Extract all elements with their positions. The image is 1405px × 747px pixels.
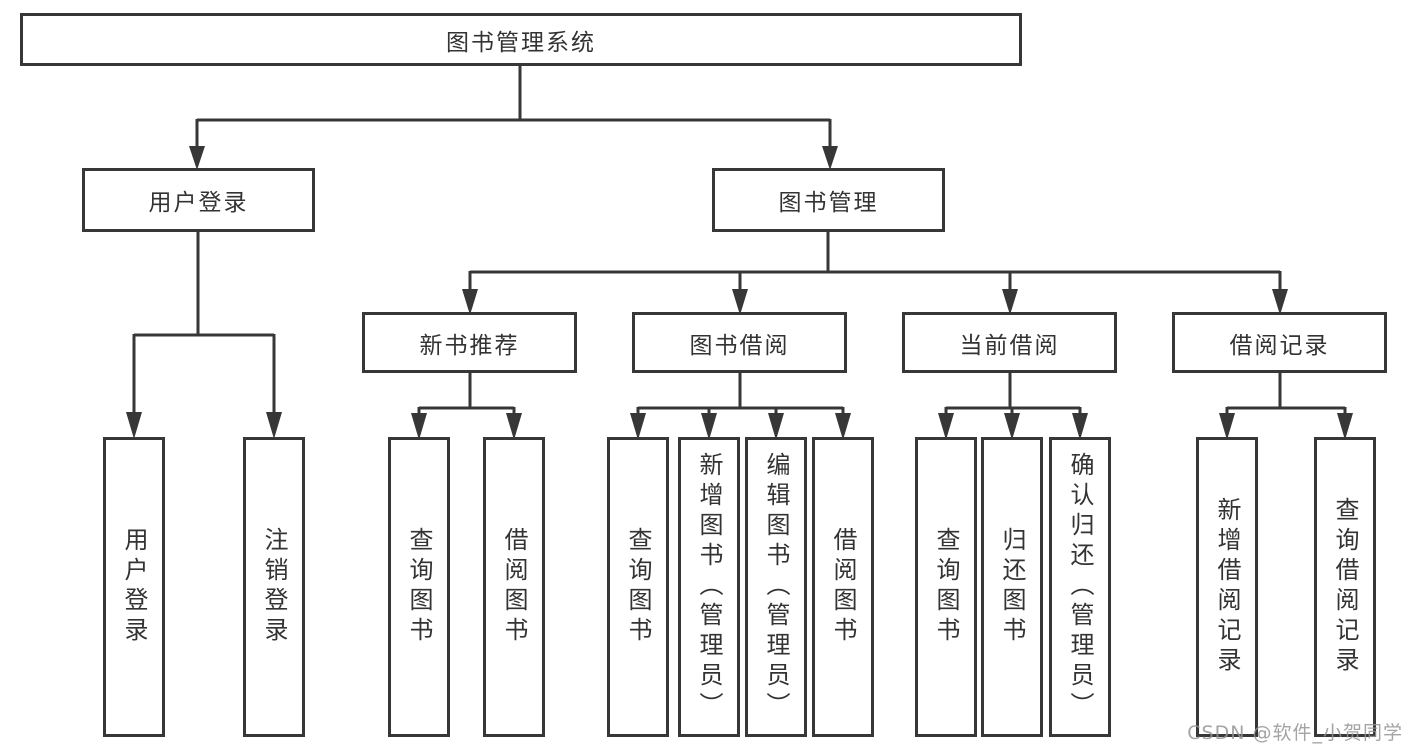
leaf-logout: 注销登录 [243,437,305,737]
leaf-query-borrow-record: 查询借阅记录 [1314,437,1376,737]
node-root: 图书管理系统 [20,13,1022,66]
node-current-borrow: 当前借阅 [902,312,1117,373]
node-book-management: 图书管理 [712,168,945,232]
leaf-query-books-current: 查询图书 [915,437,977,737]
node-book-borrow: 图书借阅 [632,312,847,373]
connector-book-borrow-to-leaves [630,372,851,440]
leaf-add-borrow-record: 新增借阅记录 [1196,437,1258,737]
connector-current-borrow-to-leaves [938,372,1088,440]
leaf-borrow-books-borrow: 借阅图书 [812,437,874,737]
leaf-return-books: 归还图书 [981,437,1043,737]
connector-user-login-to-leaves [126,231,282,439]
leaf-borrow-books-recommend: 借阅图书 [483,437,545,737]
leaf-confirm-return-admin: 确认归还（管理员） [1049,437,1111,737]
leaf-query-books-borrow: 查询图书 [607,437,669,737]
leaf-add-book-admin: 新增图书（管理员） [678,437,740,737]
connector-root-to-level2 [189,66,838,170]
node-new-book-recommend: 新书推荐 [362,312,577,373]
watermark: CSDN @软件_小贺同学 [1187,722,1403,744]
connector-borrow-records-to-leaves [1219,372,1353,440]
leaf-query-books-recommend: 查询图书 [388,437,450,737]
leaf-edit-book-admin: 编辑图书（管理员） [745,437,807,737]
connector-book-management-to-level3 [462,231,1288,315]
node-borrow-records: 借阅记录 [1172,312,1387,373]
node-user-login: 用户登录 [82,168,315,232]
connector-new-book-recommend-to-leaves [411,372,522,440]
leaf-user-login: 用户登录 [103,437,165,737]
